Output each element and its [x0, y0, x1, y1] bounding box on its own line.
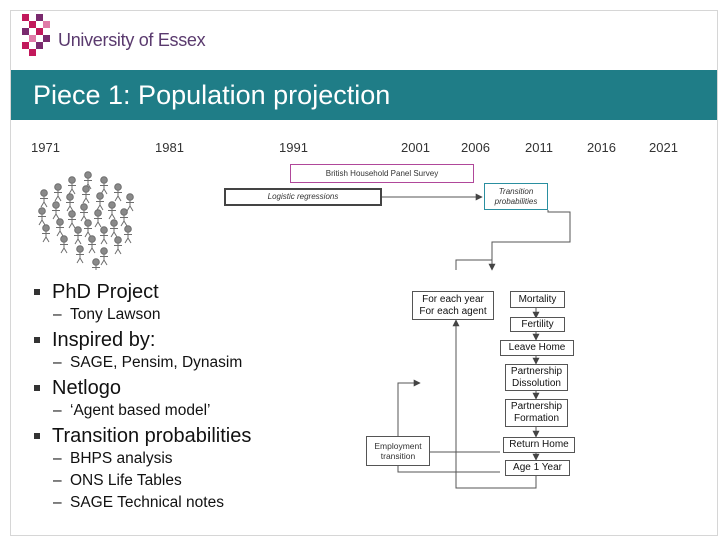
loop-back-arrow — [452, 319, 537, 489]
transition-to-loop-arrow — [488, 210, 571, 271]
slide-frame — [10, 10, 718, 536]
partnership-dissolution-label: Dissolution — [512, 377, 561, 389]
year-label: 1981 — [155, 140, 184, 155]
transition-probabilities-label: Transition — [498, 186, 534, 196]
bullet-item: Netlogo — [34, 376, 251, 400]
loop-label: For each agent — [419, 305, 487, 317]
age-box: Age 1 Year — [505, 460, 570, 476]
bullet-item: PhD Project — [34, 280, 251, 304]
leave-home-box: Leave Home — [500, 340, 574, 356]
partnership-dissolution-box: Partnership Dissolution — [505, 364, 568, 391]
sub-bullet-item: ONS Life Tables — [34, 470, 251, 492]
transition-probabilities-box: Transition probabilities — [484, 183, 548, 210]
partnership-dissolution-label: Partnership — [510, 365, 563, 377]
fertility-box: Fertility — [510, 317, 565, 332]
year-label: 2006 — [461, 140, 490, 155]
mortality-box: Mortality — [510, 291, 565, 308]
title-bar: Piece 1: Population projection — [11, 70, 717, 120]
transition-probabilities-label: probabilities — [494, 196, 538, 206]
logistic-regressions-box: Logistic regressions — [224, 188, 382, 206]
return-home-box: Return Home — [503, 437, 575, 453]
employment-arrow — [397, 379, 421, 436]
year-label: 2011 — [525, 140, 553, 155]
partnership-formation-label: Formation — [513, 413, 559, 424]
university-name: University of Essex — [58, 30, 206, 50]
employment-transition-box: Employment transition — [366, 436, 430, 466]
partnership-formation-label: Partnership — [510, 401, 563, 412]
loop-box: For each year For each agent — [412, 291, 494, 320]
agent-population-icon — [38, 171, 134, 270]
page-title: Piece 1: Population projection — [33, 80, 391, 110]
sub-bullet-item: SAGE Technical notes — [34, 492, 251, 514]
sub-bullet-item: Tony Lawson — [34, 304, 251, 326]
bullet-item: Transition probabilities — [34, 424, 251, 448]
sub-bullet-item: SAGE, Pensim, Dynasim — [34, 352, 251, 374]
bullet-list: PhD Project Tony Lawson Inspired by: SAG… — [34, 278, 251, 514]
year-label: 2021 — [649, 140, 678, 155]
year-label: 2001 — [401, 140, 430, 155]
partnership-formation-box: Partnership Formation — [505, 399, 568, 427]
year-label: 1991 — [279, 140, 308, 155]
sub-bullet-item: ‘Agent based model’ — [34, 400, 251, 422]
university-logo-icon — [22, 14, 50, 56]
sub-bullet-item: BHPS analysis — [34, 448, 251, 470]
bullet-item: Inspired by: — [34, 328, 251, 352]
bhps-box: British Household Panel Survey — [290, 164, 474, 183]
loop-label: For each year — [422, 293, 484, 305]
employment-transition-label: Employment — [374, 441, 422, 451]
employment-transition-label: transition — [380, 451, 416, 461]
year-label: 1971 — [31, 140, 60, 155]
year-label: 2016 — [587, 140, 616, 155]
